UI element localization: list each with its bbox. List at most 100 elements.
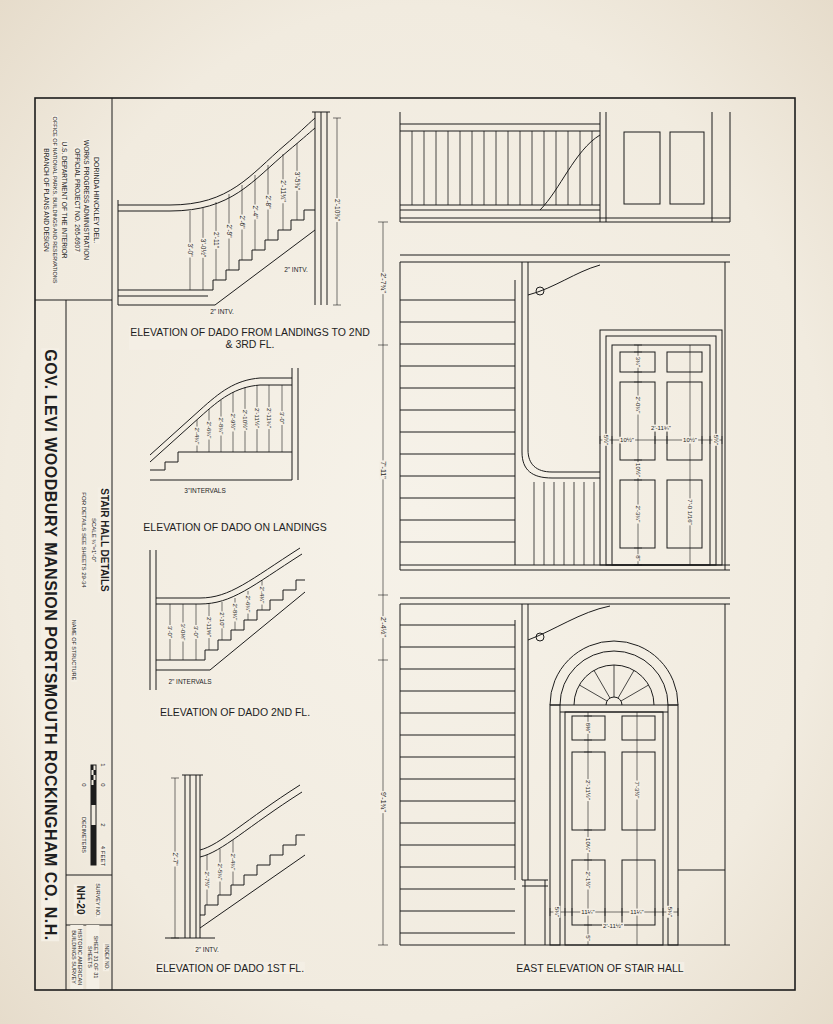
east-elevation-part (622, 716, 655, 740)
agency-note: U.S. DEPARTMENT OF THE INTERIOR (60, 141, 67, 260)
survey-name: HISTORIC AMERICAN BUILDINGS SURVEY (71, 925, 84, 989)
dimension-label: 2'-7" (171, 852, 178, 867)
east-elevation-part (620, 352, 655, 372)
east-elevation-part (536, 287, 544, 295)
east-elevation-part (400, 625, 515, 933)
dimension-label: 2'-7½" (204, 871, 211, 890)
east-elevation-part (540, 135, 600, 210)
view-title: ELEVATION OF DADO 1ST FL. (155, 962, 305, 974)
dimension-label: 5¾" (667, 906, 674, 918)
sheet-title: GOV. LEVI WOODBURY MANSION PORTSMOUTH RO… (41, 348, 59, 941)
dimension-label: 3'-0½" (199, 238, 206, 258)
dado-first-floor (165, 775, 305, 938)
dimension-label: 10½" (619, 437, 635, 444)
dimension-label: 2'-11" (212, 231, 219, 249)
dimension-label: 10¼" (585, 837, 592, 853)
east-elevation-part (667, 352, 702, 372)
east-elevation-part (515, 604, 548, 945)
view-title: ELEVATION OF DADO ON LANDINGS (142, 521, 327, 533)
dimension-label: 5¾" (554, 906, 561, 918)
dimension-label: 2'-4" (251, 205, 258, 220)
dimension-label: 2'-5¾" (217, 863, 224, 882)
east-elevation-part (572, 716, 605, 740)
agency-note: BRANCH OF PLANS AND DESIGN (42, 147, 49, 252)
dimension-label: 10½" (635, 462, 642, 478)
east-elevation-part (670, 132, 704, 204)
dimension-label: 5½" (713, 434, 720, 446)
east-elevation-part (534, 482, 594, 565)
dado-landings-to-floors-part (118, 230, 315, 305)
dimension-label: 2'-11¾" (650, 425, 672, 432)
view-title: ELEVATION OF DADO FROM LANDINGS TO 2ND &… (129, 326, 371, 350)
east-elevation-part (620, 480, 655, 548)
east-elevation-part (667, 480, 702, 548)
title-block-part (35, 98, 112, 990)
east-elevation-part (667, 382, 702, 460)
dado-landings-to-floors-part (118, 210, 315, 290)
dado-landings-to-floors (118, 112, 341, 305)
dimension-label: 8⅜" (585, 722, 592, 734)
dimension-label: 3'-0" (167, 625, 174, 639)
interval-note: 2" INTV. (194, 946, 220, 953)
dimension-label: 2'-1½" (585, 871, 592, 890)
dado-second-floor-part (150, 550, 156, 690)
dado-second-floor-part (156, 592, 305, 670)
dimension-label: 2'-10½" (242, 409, 249, 431)
scale-tick: 0 (81, 782, 88, 787)
east-elevation (378, 112, 730, 945)
east-elevation-part (522, 262, 600, 478)
east-elevation-part (400, 604, 730, 945)
scale-tick: 2 (100, 822, 107, 827)
dimension-label: 2'-11½" (602, 923, 624, 930)
dimension-label: 2'-7¾" (379, 272, 387, 294)
dado-on-landings-part (150, 452, 292, 480)
survey-number: NH-20 (74, 885, 86, 916)
interval-note: 3"INTERVALS (183, 487, 226, 494)
dimension-label: 2'-8" (264, 195, 271, 210)
dimension-label: 2'-8¾" (218, 417, 225, 436)
dado-on-landings-part (150, 385, 292, 462)
east-elevation-part (550, 705, 560, 945)
dimension-label: 3'-0" (186, 243, 193, 258)
dimension-label: 7'-11" (379, 460, 387, 479)
dado-second-floor-part (156, 548, 300, 598)
east-elevation-part (572, 860, 605, 925)
dimension-label: 9'-1¾" (379, 791, 387, 813)
dimension-label: 3¾" (635, 356, 642, 368)
dimension-label: 2'-10⅜" (333, 198, 340, 222)
dado-landings-to-floors-part (118, 118, 315, 205)
dimension-label: 2'-11½" (585, 779, 592, 801)
agency-note: OFFICE OF NATIONAL PARKS, BUILDINGS AND … (52, 116, 58, 285)
dimension-label: 2'-4¼" (259, 586, 266, 605)
scale-unit: DECIMETERS (81, 816, 87, 854)
dado-second-floor (150, 548, 305, 690)
dado-on-landings-part (292, 368, 298, 480)
east-elevation-part (528, 606, 610, 640)
dimension-label: 3'-0" (279, 411, 286, 425)
dimension-label: 5½" (603, 434, 610, 446)
east-elevation-part (600, 345, 722, 565)
title-block (35, 98, 795, 990)
dado-first-floor-part (200, 835, 305, 915)
dimension-label: 8" (635, 554, 642, 561)
dimension-label: 2'-0¾" (635, 396, 642, 415)
title-block-part (91, 765, 96, 865)
title-block-part (35, 98, 795, 990)
sheet-number: SHEET 31 OF 31 SHEETS (87, 925, 100, 989)
scale-tick: 0 (100, 782, 107, 787)
dado-landings-to-floors-part (190, 118, 341, 305)
dado-landings-to-floors-part (118, 200, 119, 305)
delineator-credit: DORINDA HINCKLEY DEL. (92, 156, 100, 244)
reference-note: FOR DETAILS SEE SHEETS 29-34 (81, 491, 88, 588)
east-elevation-part (620, 382, 655, 460)
east-elevation-part (536, 633, 544, 641)
dado-first-floor-part (182, 775, 203, 938)
dado-first-floor-part (171, 778, 233, 938)
east-elevation-part (579, 665, 648, 701)
dado-landings-to-floors-part (118, 128, 315, 211)
dimension-label: 2'-11½" (254, 407, 261, 429)
dimension-label: 3'-0⅛" (180, 623, 187, 642)
dimension-label: 5" (585, 934, 592, 941)
east-elevation-part (612, 345, 710, 565)
